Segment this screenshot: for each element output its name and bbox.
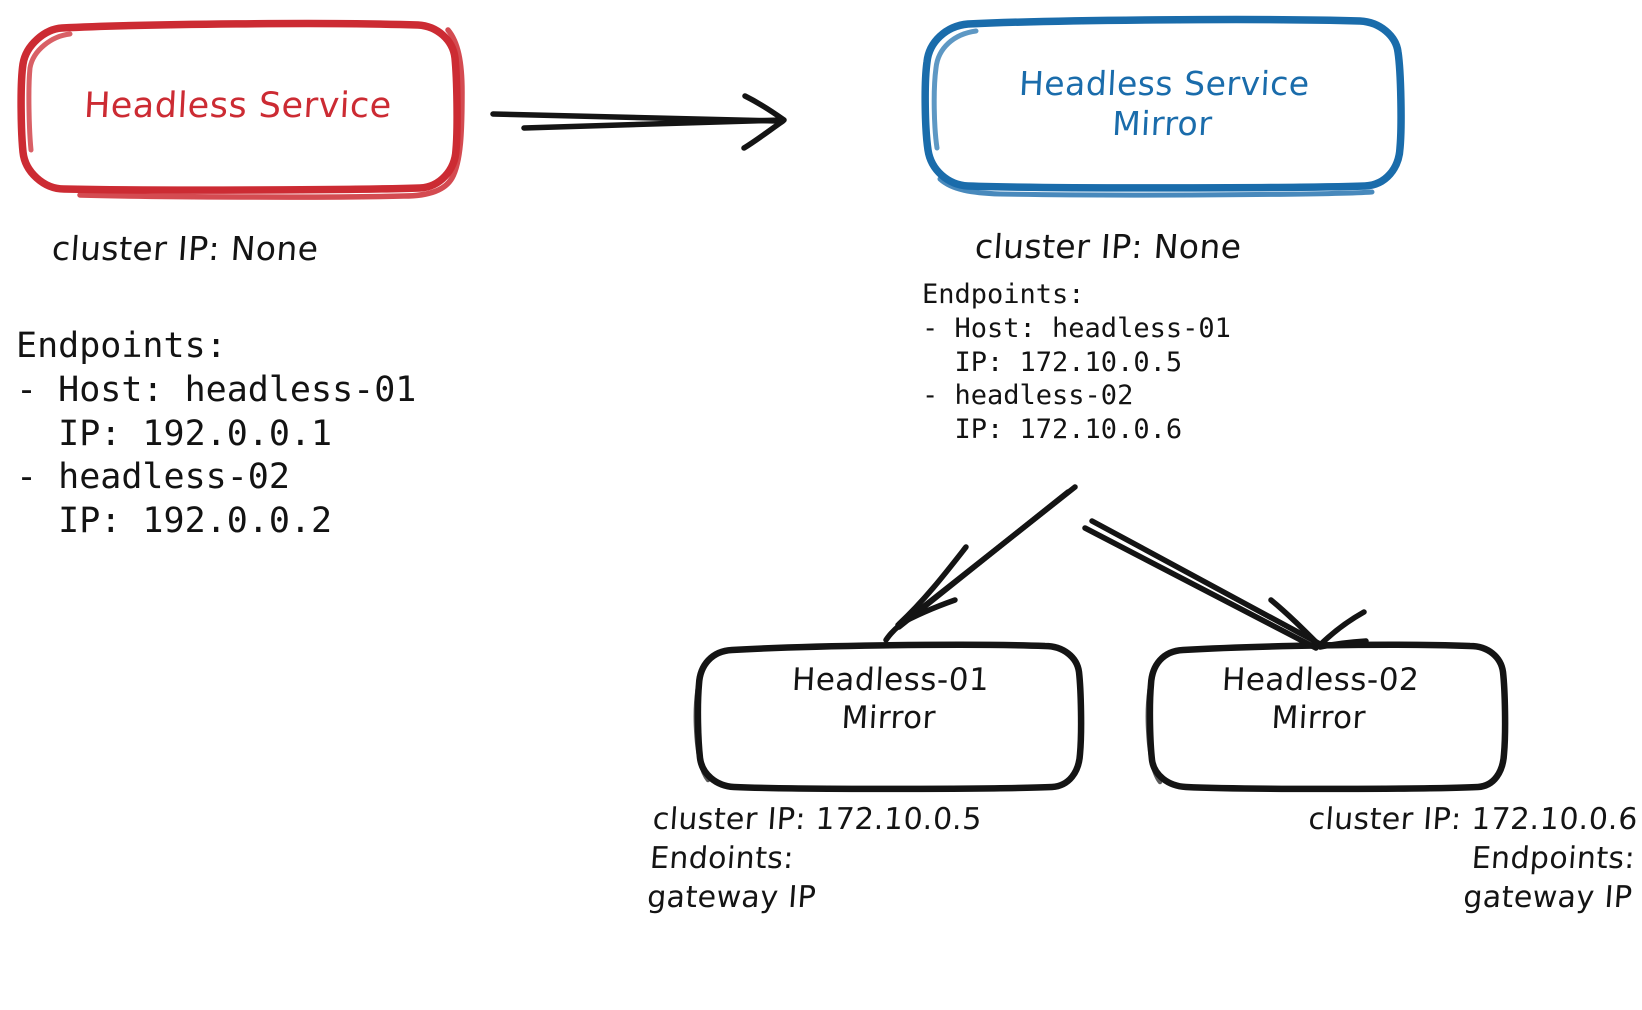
caption-headless-service-mirror-cluster-ip: cluster IP: None [973,227,1243,266]
node-headless-service-mirror[interactable]: Headless Service Mirror [925,22,1401,186]
caption-headless-01-mirror-details: cluster IP: 172.10.0.5 Endoints: gateway… [646,802,984,915]
endpoints-list-headless-service-mirror: Endpoints: - Host: headless-01 IP: 172.1… [922,279,1231,445]
node-headless-02-mirror-label: Headless-02 Mirror [1221,662,1421,736]
node-headless-service[interactable]: Headless Service [18,24,458,189]
arrow-service-to-mirror [490,93,787,151]
caption-headless-02-mirror-details: cluster IP: 172.10.0.6 Endpoints: gatewa… [1307,802,1639,915]
node-headless-service-mirror-label: Headless Service Mirror [1017,63,1311,143]
node-headless-02-mirror[interactable]: Headless-02 Mirror [1150,620,1490,780]
arrow-mirror-to-headless-01 [883,484,1078,643]
node-headless-01-mirror-label: Headless-01 Mirror [791,662,991,736]
node-headless-service-label: Headless Service [83,86,393,127]
endpoints-list-headless-service: Endpoints: - Host: headless-01 IP: 192.0… [16,326,417,541]
caption-headless-service-cluster-ip: cluster IP: None [50,229,320,268]
node-headless-01-mirror[interactable]: Headless-01 Mirror [700,620,1080,780]
